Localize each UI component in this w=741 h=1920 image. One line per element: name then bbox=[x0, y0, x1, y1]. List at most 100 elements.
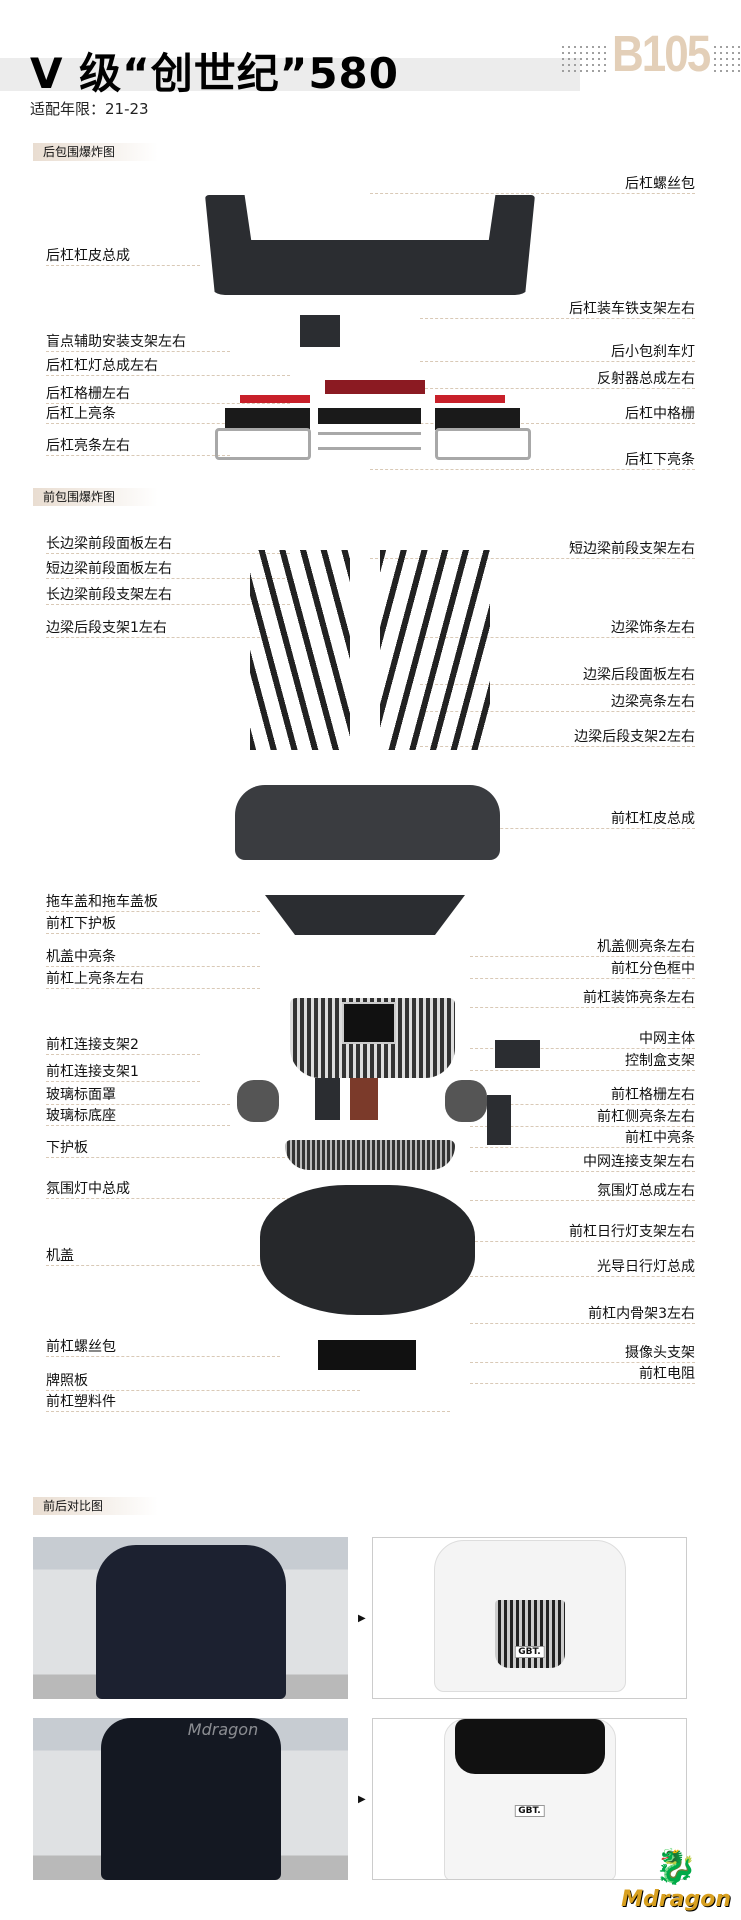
part-label: 长边梁前段面板左右 bbox=[46, 536, 172, 552]
color-frame-part bbox=[350, 1078, 378, 1120]
part-label: 光导日行灯总成 bbox=[597, 1259, 695, 1275]
part-label: 后杠螺丝包 bbox=[625, 176, 695, 192]
fog-grille-right-part bbox=[445, 1080, 487, 1122]
leader-line bbox=[470, 1362, 695, 1363]
photo-front-before bbox=[33, 1537, 348, 1699]
rear-trim-lower-part bbox=[318, 447, 421, 450]
leader-line bbox=[470, 1126, 695, 1127]
leader-line bbox=[46, 637, 270, 638]
brand-logo-text: Mdragon bbox=[621, 1887, 731, 1912]
rear-bracket-part bbox=[300, 315, 340, 347]
part-label: 后杠亮条左右 bbox=[46, 438, 130, 454]
rear-bumper-part bbox=[205, 195, 535, 295]
rear-grille-left-part bbox=[225, 408, 310, 430]
rear-grille-middle-part bbox=[318, 408, 421, 424]
photo-rear-before: Mdragon bbox=[33, 1718, 348, 1880]
part-label: 后杠格栅左右 bbox=[46, 386, 130, 402]
license-plate-part bbox=[318, 1340, 416, 1370]
part-label: 中网连接支架左右 bbox=[583, 1154, 695, 1170]
part-label: 边梁后段支架2左右 bbox=[574, 729, 695, 745]
leader-line bbox=[46, 455, 230, 456]
leader-line bbox=[46, 911, 260, 912]
part-label: 前杠上亮条左右 bbox=[46, 971, 144, 987]
leader-line bbox=[46, 1356, 280, 1357]
product-code: B105 bbox=[612, 26, 711, 83]
part-label: 前杠内骨架3左右 bbox=[588, 1306, 695, 1322]
bracket-part bbox=[315, 1078, 340, 1120]
rear-trim-left-part bbox=[215, 428, 311, 460]
photo-front-after: GBT. bbox=[372, 1537, 687, 1699]
license-plate: GBT. bbox=[514, 1805, 545, 1817]
part-label: 前杠日行灯支架左右 bbox=[569, 1224, 695, 1240]
arrow-icon: ▶ bbox=[358, 1794, 366, 1805]
part-label: 氛围灯总成左右 bbox=[597, 1183, 695, 1199]
front-bumper-part bbox=[235, 785, 500, 860]
leader-line bbox=[470, 1200, 695, 1201]
leader-line bbox=[470, 1383, 695, 1384]
part-label: 反射器总成左右 bbox=[597, 371, 695, 387]
part-label: 前杠下护板 bbox=[46, 916, 116, 932]
leader-line bbox=[46, 1157, 290, 1158]
photo-rear-after: GBT. bbox=[372, 1718, 687, 1880]
part-label: 前杠装饰亮条左右 bbox=[583, 990, 695, 1006]
leader-line bbox=[46, 1198, 290, 1199]
leader-line bbox=[470, 956, 695, 957]
leader-line bbox=[46, 351, 230, 352]
part-label: 短边梁前段支架左右 bbox=[569, 541, 695, 557]
fit-years: 适配年限：21-23 bbox=[30, 100, 149, 118]
leader-line bbox=[470, 1048, 695, 1049]
side-skirt-right-part bbox=[380, 550, 490, 750]
leader-line bbox=[420, 361, 695, 362]
part-label: 后小包刹车灯 bbox=[611, 344, 695, 360]
part-label: 中网主体 bbox=[639, 1031, 695, 1047]
part-label: 后杠装车铁支架左右 bbox=[569, 301, 695, 317]
leader-line bbox=[470, 1276, 695, 1277]
arrow-icon: ▶ bbox=[358, 1613, 366, 1624]
part-label: 后杠中格栅 bbox=[625, 406, 695, 422]
leader-line bbox=[46, 553, 290, 554]
leader-line bbox=[420, 711, 695, 712]
part-label: 控制盒支架 bbox=[625, 1053, 695, 1069]
part-label: 玻璃标面罩 bbox=[46, 1087, 116, 1103]
part-label: 前杠中亮条 bbox=[625, 1130, 695, 1146]
reflector-left-part bbox=[240, 395, 310, 403]
leader-line bbox=[420, 318, 695, 319]
part-label: 后杠下亮条 bbox=[625, 452, 695, 468]
leader-line bbox=[470, 1171, 695, 1172]
rear-grille-right-part bbox=[435, 408, 520, 430]
grille-center-part bbox=[342, 1002, 396, 1044]
section-front-title: 前包围爆炸图 bbox=[33, 488, 158, 506]
part-label: 前杠螺丝包 bbox=[46, 1339, 116, 1355]
leader-line bbox=[370, 469, 695, 470]
part-label: 后杠上亮条 bbox=[46, 406, 116, 422]
part-label: 边梁亮条左右 bbox=[611, 694, 695, 710]
part-label: 机盖侧亮条左右 bbox=[597, 939, 695, 955]
part-label: 前杠连接支架1 bbox=[46, 1064, 139, 1080]
part-label: 后杠杠皮总成 bbox=[46, 248, 130, 264]
leader-line bbox=[470, 828, 695, 829]
section-compare-title: 前后对比图 bbox=[33, 1497, 158, 1515]
part-label: 前杠电阻 bbox=[639, 1366, 695, 1382]
part-label: 前杠杠皮总成 bbox=[611, 811, 695, 827]
part-label: 前杠塑料件 bbox=[46, 1394, 116, 1410]
leader-line bbox=[470, 1070, 695, 1071]
part-label: 前杠侧亮条左右 bbox=[597, 1109, 695, 1125]
leader-line bbox=[470, 978, 695, 979]
leader-line bbox=[46, 1265, 300, 1266]
rear-trim-right-part bbox=[435, 428, 531, 460]
part-label: 边梁后段面板左右 bbox=[583, 667, 695, 683]
leader-line bbox=[46, 966, 260, 967]
part-label: 前杠分色框中 bbox=[611, 961, 695, 977]
car-front-dark bbox=[95, 1545, 286, 1699]
part-label: 牌照板 bbox=[46, 1373, 88, 1389]
rear-brake-light-part bbox=[325, 380, 425, 394]
section-rear-title: 后包围爆炸图 bbox=[33, 143, 158, 161]
leader-line bbox=[470, 1007, 695, 1008]
part-label: 边梁饰条左右 bbox=[611, 620, 695, 636]
part-label: 玻璃标底座 bbox=[46, 1108, 116, 1124]
leader-line bbox=[370, 558, 695, 559]
leader-line bbox=[46, 604, 290, 605]
leader-line bbox=[46, 933, 260, 934]
rear-trim-upper-part bbox=[318, 432, 421, 435]
leader-line bbox=[470, 1104, 695, 1105]
